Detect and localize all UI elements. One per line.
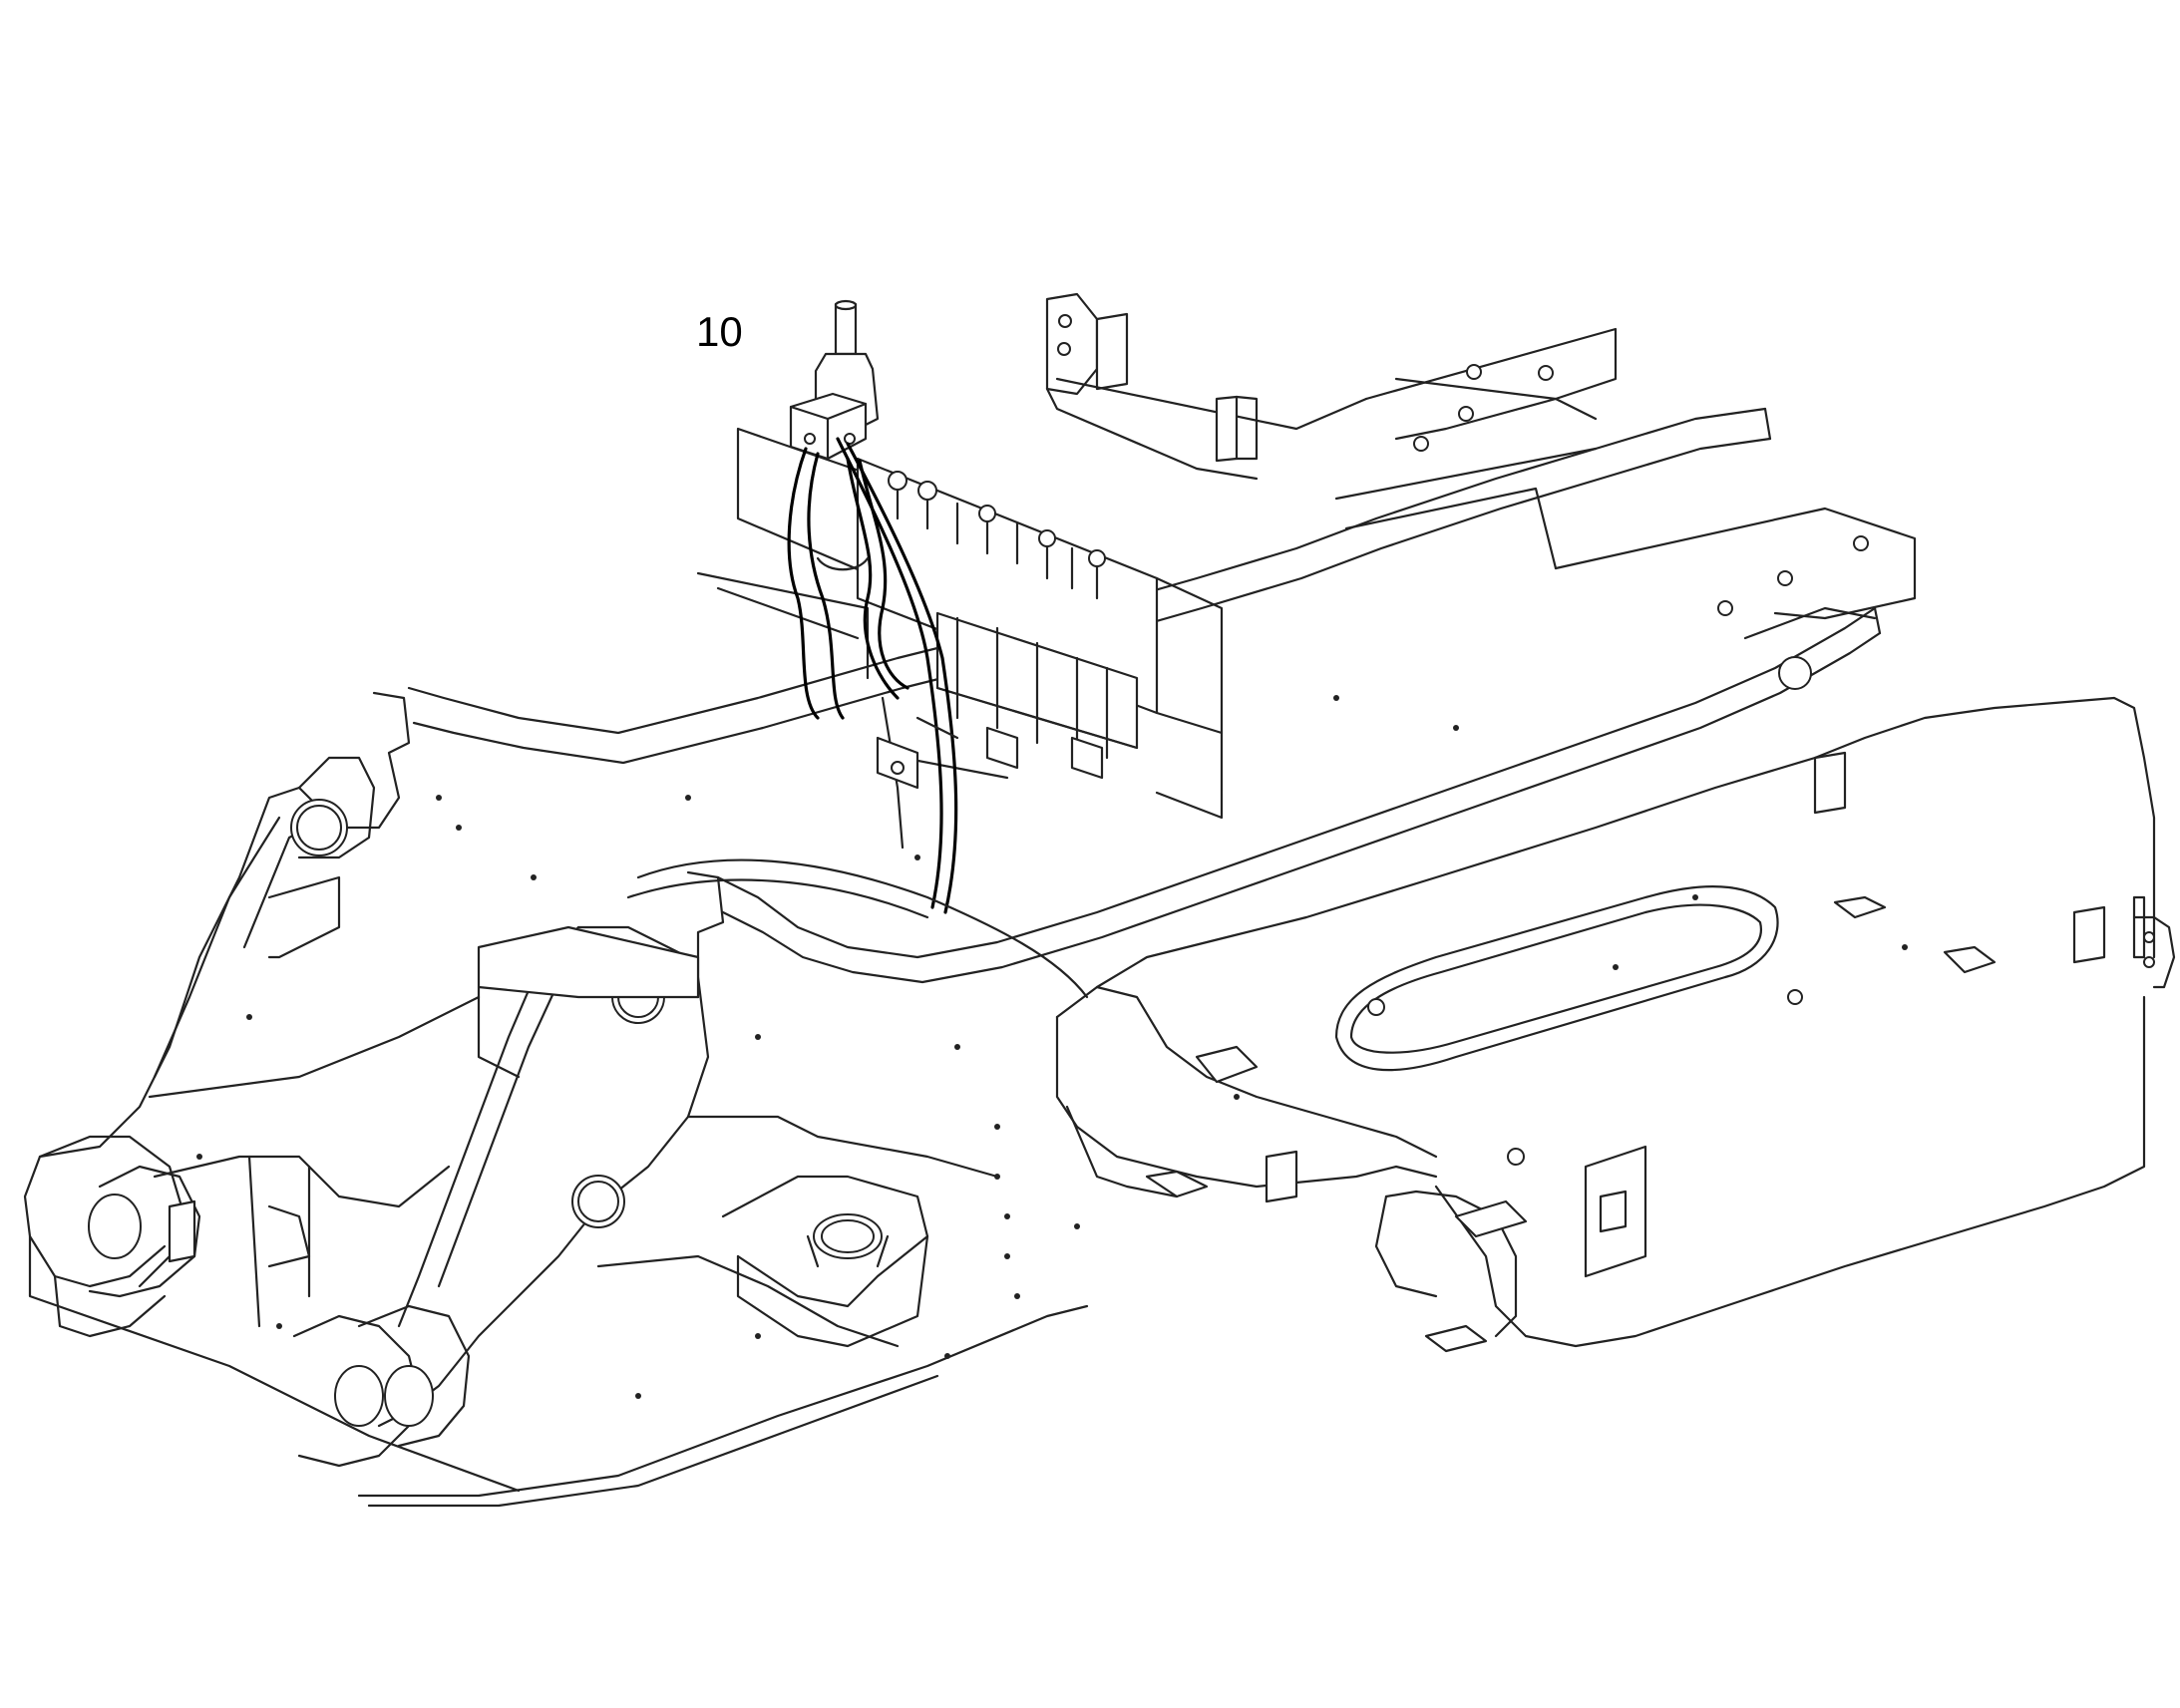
front-frame (23, 691, 1089, 1508)
callout-label: 10 (696, 308, 743, 355)
hydraulic-valve-assembly (696, 299, 1224, 914)
rear-frame (407, 292, 1917, 984)
right-frame (1055, 696, 2176, 1353)
fastener-dots (196, 695, 1908, 1399)
